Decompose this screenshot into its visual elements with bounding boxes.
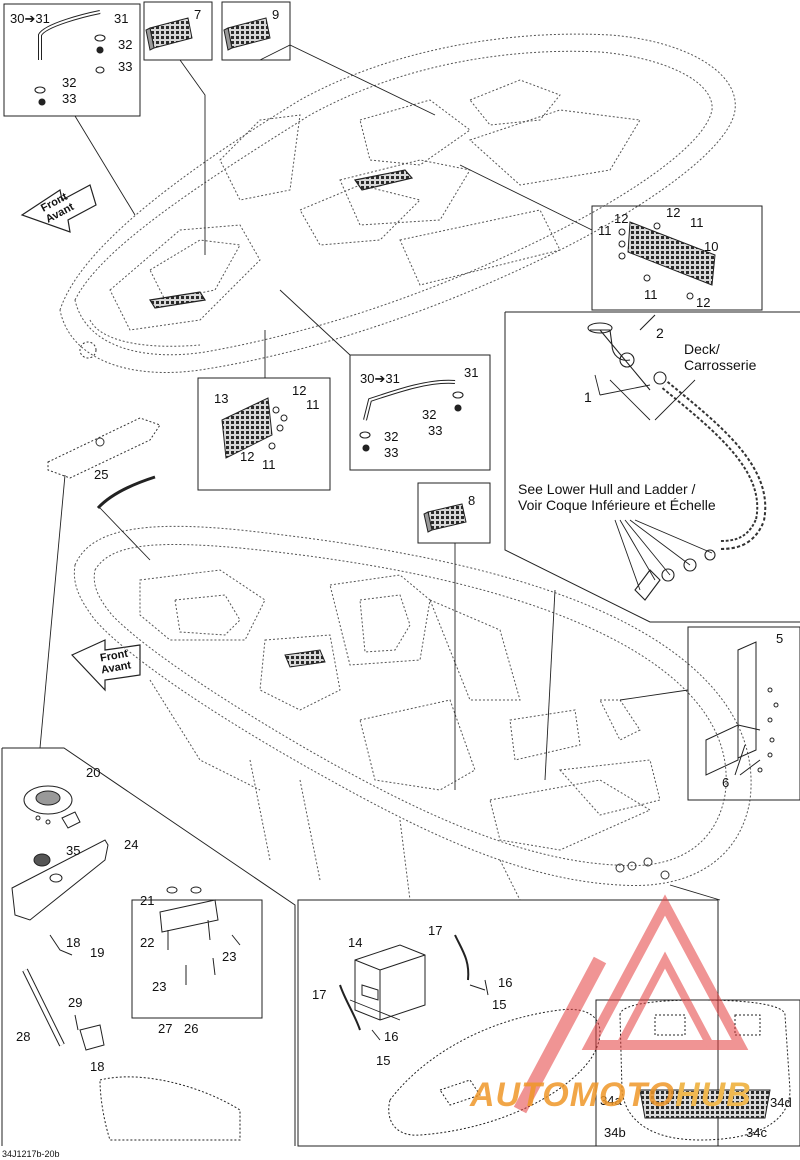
inset-stern-34	[619, 999, 791, 1141]
seat-cover-part	[47, 417, 161, 510]
upper-deck	[59, 33, 736, 373]
lower-drain-plugs	[615, 857, 670, 880]
inset-storage-lid	[11, 785, 241, 1141]
inset-hinge-21-23	[159, 886, 241, 985]
inset-bracket-5-6	[705, 641, 779, 776]
inset-grill-10	[618, 221, 716, 300]
inset-handle-middle	[359, 379, 464, 452]
upper-deck-panels	[149, 169, 414, 309]
grill-panels	[145, 17, 467, 533]
front-arrow-upper	[20, 184, 97, 233]
lower-deck	[73, 525, 752, 901]
inset-drain-hose	[587, 314, 767, 601]
front-arrow-lower	[70, 639, 141, 692]
leader-lines	[39, 44, 721, 1021]
inset-grill-13	[221, 397, 288, 459]
lower-deck-panels	[284, 649, 326, 668]
inset-cooler	[339, 934, 601, 1136]
drain-leaders	[594, 374, 713, 591]
watermark-logo-triangle	[513, 894, 749, 1114]
inset-handle-top	[34, 10, 106, 106]
